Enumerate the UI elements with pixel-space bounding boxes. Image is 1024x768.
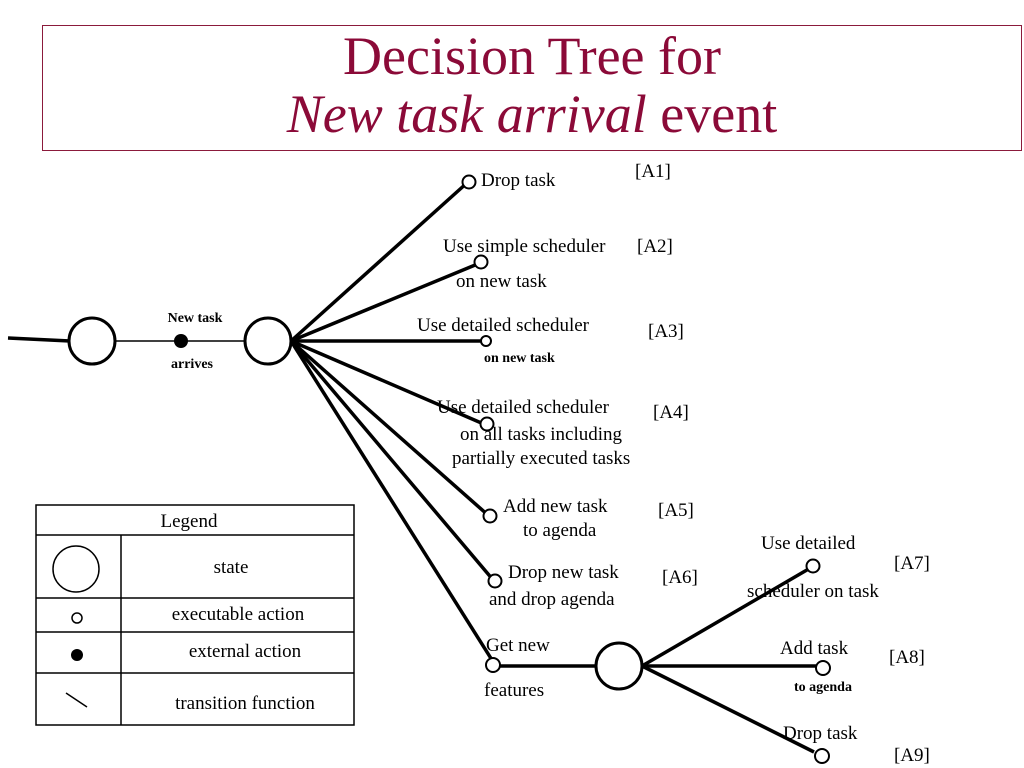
- transition-line-icon: [65, 692, 88, 708]
- legend: Legend state executable action external …: [35, 504, 355, 726]
- action-label-a6-line1: Drop new task: [508, 562, 619, 583]
- action-code-a4: [A4]: [653, 402, 689, 423]
- action-code-a1: [A1]: [635, 161, 671, 182]
- action-node-get-features: [485, 657, 501, 673]
- action-label-a4-line1: Use detailed scheduler: [437, 397, 610, 418]
- action-code-a8: [A8]: [889, 647, 925, 668]
- legend-label-state: state: [214, 557, 249, 578]
- title-italic-text: New task arrival: [286, 84, 647, 144]
- action-label-a8-line2: to agenda: [794, 680, 852, 695]
- action-label-a3-line2: on new task: [484, 351, 555, 366]
- action-code-a5: [A5]: [658, 500, 694, 521]
- edge-label-bottom: arrives: [171, 357, 214, 372]
- edge-a6: [289, 339, 496, 583]
- action-node-a4: [479, 416, 495, 432]
- action-code-a3: [A3]: [648, 321, 684, 342]
- state-node-initial: [67, 316, 117, 366]
- action-label-features-line1: Get new: [486, 635, 550, 656]
- state-circle-icon: [52, 545, 100, 593]
- action-code-a7: [A7]: [894, 553, 930, 574]
- action-node-a8: [815, 660, 831, 676]
- action-label-a2-line1: Use simple scheduler: [443, 236, 606, 257]
- external-action-node: [174, 334, 188, 348]
- action-label-a4-line3: partially executed tasks: [452, 448, 630, 469]
- action-label-a4-line2: on all tasks including: [460, 424, 623, 445]
- action-label-a5-line1: Add new task: [503, 496, 608, 517]
- action-label-a2-line2: on new task: [456, 271, 547, 292]
- edge-a4: [290, 339, 487, 427]
- action-label-a7-line1: Use detailed: [761, 533, 856, 554]
- action-node-a2: [473, 254, 489, 270]
- legend-box: [35, 504, 355, 726]
- edge-a9: [641, 664, 815, 754]
- legend-label-transition: transition function: [175, 693, 315, 714]
- action-node-a3: [480, 335, 492, 347]
- action-label-a9: Drop task: [783, 723, 858, 744]
- legend-label-external: external action: [189, 641, 302, 662]
- edge-a7: [641, 565, 813, 668]
- action-code-a2: [A2]: [637, 236, 673, 257]
- legend-title: Legend: [161, 511, 218, 532]
- action-label-a3-line1: Use detailed scheduler: [417, 315, 590, 336]
- action-node-a6: [487, 573, 503, 589]
- tree-edges: [7, 180, 816, 754]
- edge-a2: [290, 261, 481, 343]
- action-label-a6-line2: and drop agenda: [489, 589, 615, 610]
- edge-get-features: [289, 340, 494, 661]
- action-label-features-line2: features: [484, 680, 544, 701]
- legend-label-executable: executable action: [172, 604, 305, 625]
- action-node-a5: [482, 508, 498, 524]
- action-label-a8-line1: Add task: [780, 638, 849, 659]
- external-action-icon: [71, 649, 83, 661]
- action-code-a9: [A9]: [894, 745, 930, 766]
- title-line-1: Decision Tree for: [43, 26, 1021, 86]
- action-label-a1: Drop task: [481, 170, 556, 191]
- action-node-a1: [461, 174, 477, 190]
- action-code-a6: [A6]: [662, 567, 698, 588]
- incoming-edge: [7, 336, 71, 343]
- edge-label-top: New task: [168, 311, 223, 326]
- action-label-a5-line2: to agenda: [523, 520, 597, 541]
- state-node-decision: [243, 316, 293, 366]
- title-box: Decision Tree for New task arrival event: [42, 25, 1022, 151]
- edge-a5: [289, 339, 491, 518]
- action-node-a9: [814, 748, 830, 764]
- executable-action-icon: [71, 612, 83, 624]
- title-text-1: Decision Tree for: [343, 26, 721, 86]
- action-labels: Drop task [A1] Use simple scheduler [A2]…: [417, 161, 930, 766]
- action-node-a7: [805, 558, 821, 574]
- title-rest-text: event: [646, 84, 778, 144]
- state-node-features: [594, 641, 644, 691]
- action-nodes: [461, 174, 831, 764]
- edge-a1: [289, 180, 470, 343]
- action-label-a7-line2: scheduler on task: [747, 581, 879, 602]
- title-line-2: New task arrival event: [43, 84, 1021, 144]
